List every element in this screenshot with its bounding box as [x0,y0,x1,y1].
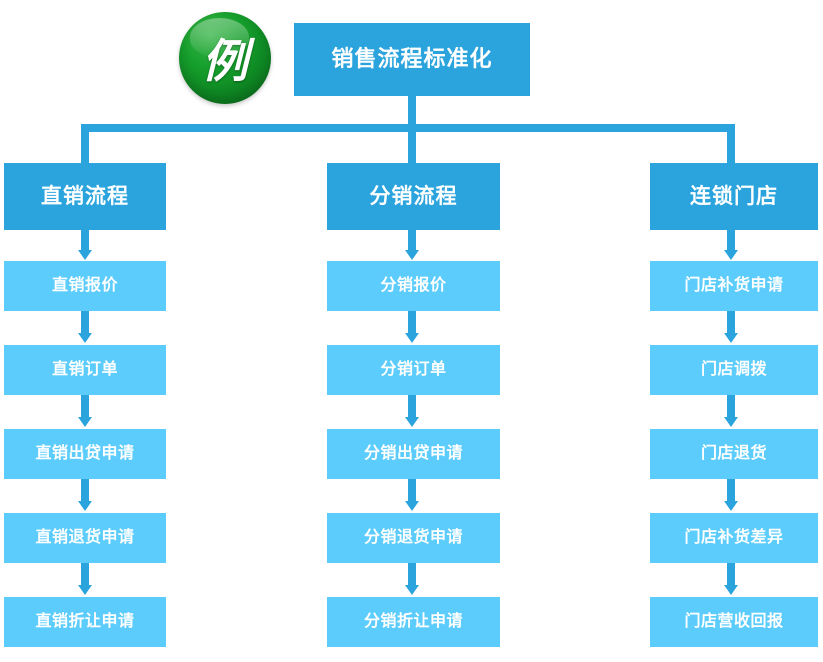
root-node-label: 销售流程标准化 [331,46,493,72]
column-1-item-3-label: 直销出贷申请 [35,445,135,463]
connector-c2-a2-arrow [405,333,419,343]
column-1-item-5-label: 直销折让申请 [35,613,135,631]
column-2-item-4-label: 分销退货申请 [363,529,463,547]
connector-c1-a3-stem [81,395,89,418]
connector-c2-a4-arrow [405,501,419,511]
example-badge-label: 例 [202,35,248,87]
connector-c1-a1-arrow [78,250,92,260]
column-1-item-3[interactable]: 直销出贷申请 [4,429,166,479]
column-3-item-3-label: 门店退货 [700,445,767,463]
example-badge-icon: 例 [179,12,271,104]
connector-root-stem [408,96,416,128]
column-2-item-1-label: 分销报价 [380,277,447,295]
connector-c2-a4-stem [408,479,416,502]
column-3-item-5[interactable]: 门店营收回报 [650,597,818,647]
column-header-3-label: 连锁门店 [690,184,778,208]
column-3-item-4-label: 门店补货差异 [684,529,784,547]
connector-c2-a3-arrow [405,417,419,427]
column-3-item-1[interactable]: 门店补货申请 [650,261,818,311]
column-3-item-5-label: 门店营收回报 [684,613,784,631]
connector-c2-a1-arrow [405,250,419,260]
column-2-item-4[interactable]: 分销退货申请 [327,513,500,563]
column-3-item-2-label: 门店调拨 [700,361,767,379]
column-2-item-1[interactable]: 分销报价 [327,261,500,311]
column-2-item-5[interactable]: 分销折让申请 [327,597,500,647]
connector-c3-a3-stem [727,395,735,418]
column-2-item-2[interactable]: 分销订单 [327,345,500,395]
connector-c1-a3-arrow [78,417,92,427]
column-1-item-2[interactable]: 直销订单 [4,345,166,395]
connector-c2-a5-arrow [405,585,419,595]
connector-c3-a5-stem [727,563,735,586]
column-header-1[interactable]: 直销流程 [4,163,166,230]
connector-bus-drop-1 [81,124,89,163]
column-2-item-5-label: 分销折让申请 [363,613,463,631]
column-3-item-3[interactable]: 门店退货 [650,429,818,479]
column-2-item-3[interactable]: 分销出贷申请 [327,429,500,479]
column-1-item-4[interactable]: 直销退货申请 [4,513,166,563]
root-node[interactable]: 销售流程标准化 [294,23,530,96]
column-header-3[interactable]: 连锁门店 [650,163,818,230]
connector-c2-a2-stem [408,311,416,334]
connector-bus-drop-2 [408,124,416,163]
column-1-item-5[interactable]: 直销折让申请 [4,597,166,647]
connector-c3-a2-stem [727,311,735,334]
column-1-item-1[interactable]: 直销报价 [4,261,166,311]
connector-c1-a2-stem [81,311,89,334]
connector-c3-a3-arrow [724,417,738,427]
connector-c1-a5-stem [81,563,89,586]
connector-c1-a4-arrow [78,501,92,511]
column-2-item-2-label: 分销订单 [380,361,447,379]
connector-c1-a2-arrow [78,333,92,343]
column-1-item-2-label: 直销订单 [51,361,118,379]
connector-c2-a3-stem [408,395,416,418]
column-header-2-label: 分销流程 [369,184,458,208]
connector-c1-a4-stem [81,479,89,502]
column-3-item-2[interactable]: 门店调拨 [650,345,818,395]
connector-c1-a5-arrow [78,585,92,595]
column-3-item-4[interactable]: 门店补货差异 [650,513,818,563]
connector-c3-a4-arrow [724,501,738,511]
column-1-item-4-label: 直销退货申请 [35,529,135,547]
connector-c2-a1-stem [408,230,416,252]
connector-c2-a5-stem [408,563,416,586]
connector-c3-a1-stem [727,230,735,252]
connector-c3-a2-arrow [724,333,738,343]
connector-bus-drop-3 [727,124,735,163]
column-header-1-label: 直销流程 [41,184,129,208]
column-2-item-3-label: 分销出贷申请 [363,445,463,463]
column-1-item-1-label: 直销报价 [51,277,118,295]
connector-c3-a1-arrow [724,250,738,260]
connector-c3-a5-arrow [724,585,738,595]
column-header-2[interactable]: 分销流程 [327,163,500,230]
connector-c3-a4-stem [727,479,735,502]
column-3-item-1-label: 门店补货申请 [684,277,784,295]
connector-c1-a1-stem [81,230,89,252]
